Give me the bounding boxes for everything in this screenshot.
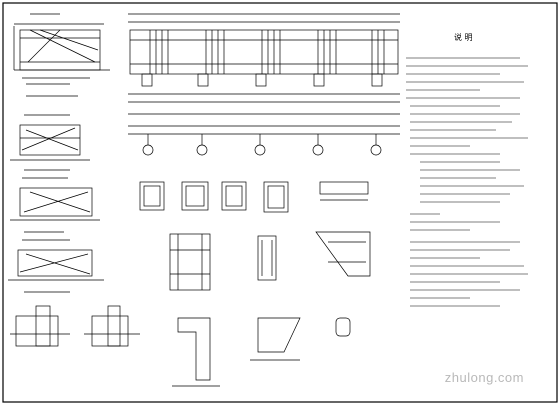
beam-end-detail-4 [8,239,104,293]
watermark: zhulong.com [444,370,524,385]
beam-sections [139,181,369,213]
beam-end-detail-3 [10,177,100,233]
section-column-details [169,231,371,291]
beam-elevation [128,13,400,156]
beam-end-detail-top [13,13,110,97]
notes-lines [406,57,528,307]
beam-end-detail-2 [10,114,90,171]
bottom-joint-details [10,305,351,387]
notes-heading: 说 明 [454,32,473,42]
